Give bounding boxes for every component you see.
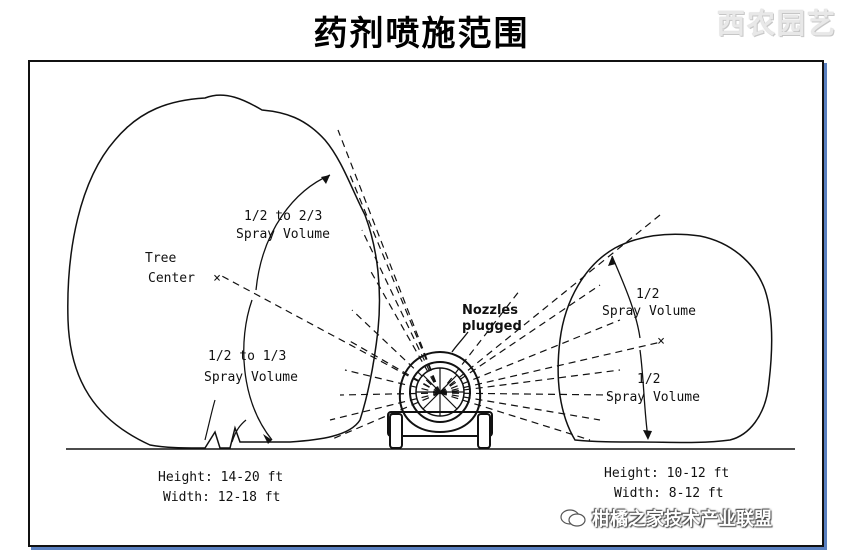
right-width-label: Width: 8-12 ft (614, 486, 724, 501)
spray-lines (219, 129, 662, 441)
watermark-logo: 西农园艺 (716, 7, 837, 40)
wechat-icon (560, 509, 586, 527)
sprayer-machine (387, 350, 493, 449)
right-height-label: Height: 10-12 ft (604, 466, 729, 481)
nozzle-arrow (451, 331, 469, 353)
right-lower-arc (639, 349, 649, 439)
page-title: 药剂喷施范围 (313, 14, 530, 54)
lower-spray-arc (243, 299, 273, 441)
right-upper-label-1: 1/2 (636, 287, 659, 302)
nozzles-label-1: Nozzles (462, 303, 518, 318)
left-width-label: Width: 12-18 ft (163, 490, 280, 505)
tree-center-label-2: Center (148, 271, 195, 286)
right-lower-label-2: Spray Volume (606, 390, 700, 405)
lower-spray-label-1: 1/2 to 1/3 (208, 349, 286, 364)
watermark-footer: 柑橘之家技术产业联盟 (560, 505, 772, 531)
upper-spray-label-2: Spray Volume (236, 227, 330, 242)
arrow-head-2 (263, 434, 272, 444)
lower-spray-label-2: Spray Volume (204, 370, 298, 385)
tree-center-mark-right: × (657, 334, 665, 349)
arrow-head-1 (321, 175, 330, 184)
upper-spray-arc (255, 174, 331, 291)
diagram-frame (28, 60, 824, 547)
right-lower-label-1: 1/2 (637, 372, 660, 387)
upper-spray-label-1: 1/2 to 2/3 (244, 209, 322, 224)
tree-center-mark-left: × (213, 271, 221, 286)
arrow-head-4 (643, 430, 652, 440)
watermark-footer-text: 柑橘之家技术产业联盟 (592, 509, 772, 530)
tree-center-label-1: Tree (145, 251, 176, 266)
right-upper-label-2: Spray Volume (602, 304, 696, 319)
large-tree-trunk (204, 399, 247, 443)
arrow-head-3 (608, 256, 616, 266)
large-tree-outline (67, 94, 381, 449)
small-tree-outline (557, 233, 773, 444)
nozzles-label-2: plugged (462, 319, 522, 334)
left-height-label: Height: 14-20 ft (158, 470, 283, 485)
